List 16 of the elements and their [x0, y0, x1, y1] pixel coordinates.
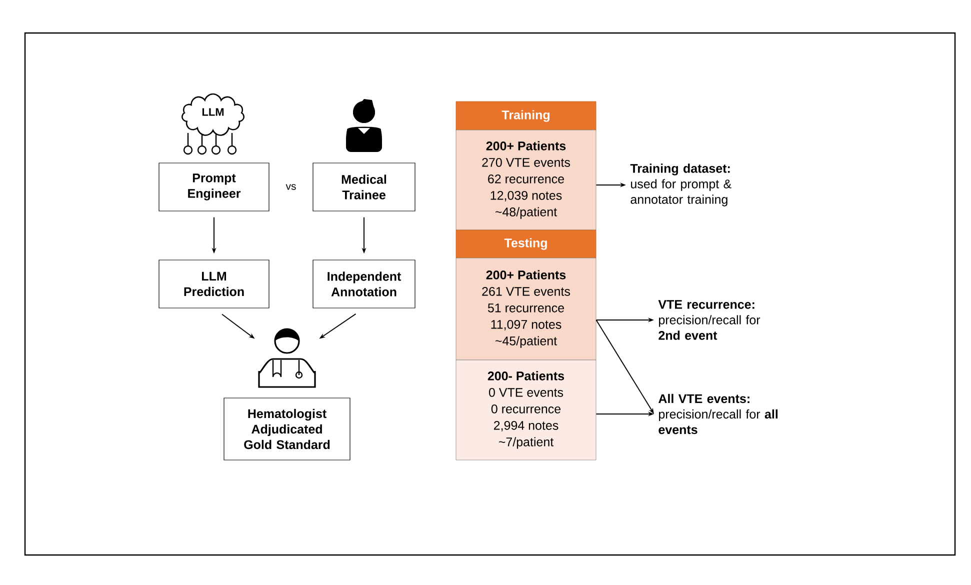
section-header: Testing: [456, 230, 596, 258]
process-box: LLM Prediction: [158, 260, 270, 308]
process-box: Hematologist Adjudicated Gold Standard: [224, 398, 350, 460]
outcome-text: Training dataset: used for prompt & annotator training: [630, 164, 732, 206]
outcome-text: All VTE events: precision/recall for all events: [658, 394, 778, 434]
data-cell: 200+ Patients 261 VTE events 51 recurrence 11,097 notes ~45/patient: [456, 258, 596, 360]
process-box: Independent Annotation: [312, 260, 416, 308]
outcome-text: VTE recurrence: precision/recall for 2nd event: [658, 300, 760, 340]
section-header: Training: [456, 101, 596, 131]
process-box: Medical Trainee: [312, 162, 416, 212]
doctor-icon: [258, 328, 316, 388]
vs-label: vs: [286, 184, 296, 190]
data-cell: 200+ Patients 270 VTE events 62 recurrence 12,039 notes ~48/patient: [456, 130, 596, 230]
process-box: Prompt Engineer: [158, 162, 270, 212]
icon-label: LLM: [202, 108, 224, 116]
data-cell: 200- Patients 0 VTE events 0 recurrence 2,994 notes ~7/patient: [456, 360, 596, 460]
